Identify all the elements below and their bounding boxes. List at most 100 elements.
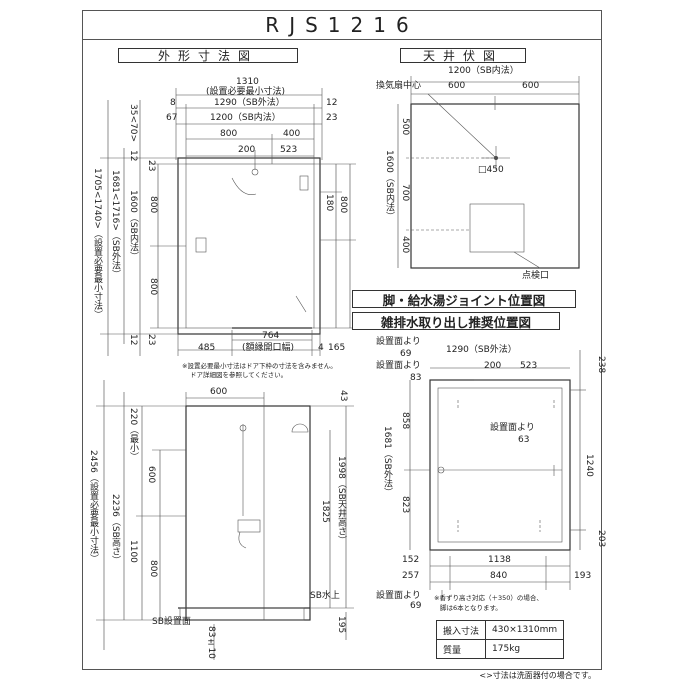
joint-w1290: 1290（SB外法） (446, 345, 517, 355)
plan-right23: 23 (326, 113, 338, 123)
joint-from3: 設置面より (490, 423, 535, 433)
joint-d152: 152 (402, 555, 420, 565)
joint-v1681: 1681（SB外法） (382, 426, 392, 497)
ceiling-w-inner: 1200（SB内法） (448, 66, 519, 76)
plan-h-total: 1705<1740>（設置必要最小寸法） (92, 168, 102, 319)
joint-from4: 設置面より (376, 591, 421, 601)
joint-from3-val: 63 (518, 435, 530, 445)
plan-d800: 800 (220, 129, 238, 139)
joint-v858: 858 (400, 412, 410, 430)
joint-d523: 523 (520, 361, 538, 371)
plan-v800c: 800 (338, 196, 348, 214)
plan-v23b: 23 (146, 334, 156, 346)
plan-w-sb-inner: 1200（SB内法） (210, 113, 281, 123)
plan-v800b: 800 (148, 278, 158, 296)
section-ceiling-title: 天井伏図 (400, 48, 526, 63)
section-joint-title: 脚・給水湯ジョイント位置図 (352, 290, 576, 308)
model-title: RJS1216 (82, 10, 602, 40)
spec-value: 430×1310mm (485, 620, 565, 640)
joint-d1138: 1138 (488, 555, 511, 565)
plan-v180: 180 (324, 194, 334, 212)
elev-h600: 600 (146, 466, 156, 484)
section-drain-title: 雑排水取り出し推奨位置図 (352, 312, 560, 330)
joint-d257: 257 (402, 571, 420, 581)
plan-view (100, 88, 356, 356)
ceiling-fan-label: 換気扇中心 (376, 81, 422, 91)
plan-d523: 523 (280, 145, 298, 155)
plan-left67: 67 (166, 113, 178, 123)
ceiling-fan-size: □450 (478, 165, 504, 175)
plan-d764-note: (額縁開口幅) (242, 343, 295, 353)
elev-h1825: 1825 (320, 500, 330, 523)
elevation-shell (185, 405, 311, 621)
ceiling-d600a: 600 (448, 81, 466, 91)
joint-v1240: 1240 (584, 454, 594, 477)
ceiling-outline (410, 103, 580, 269)
plan-v12: 12 (128, 150, 138, 162)
ceiling-hatch (469, 203, 525, 253)
drawing-frame (82, 10, 602, 670)
elev-w600: 600 (210, 387, 228, 397)
spec-value: 175kg (485, 639, 565, 659)
elev-h195: 195 (336, 616, 346, 634)
elev-sb-water: SB水上 (310, 591, 340, 601)
joint-v823: 823 (400, 496, 410, 514)
elev-h83: 83±10 (206, 626, 216, 659)
ceiling-view (397, 76, 580, 269)
elev-h220: 220（最小） (128, 408, 138, 462)
ceiling-hatch-label: 点検口 (522, 271, 550, 281)
ceiling-v400: 400 (400, 236, 410, 254)
plan-h-inner: 1600（SB内法） (128, 190, 138, 261)
joint-from2-val: 83 (410, 373, 422, 383)
elevation-view (96, 380, 354, 660)
table-row: 搬入寸法 430×1310mm (435, 620, 565, 640)
elev-v43: 43 (338, 390, 348, 402)
ceiling-v-total: 1600（SB内法） (384, 150, 394, 221)
elev-h2456: 2456（設置必要最小寸法） (88, 450, 98, 563)
plan-note2: ドア詳細図を参照してください。 (190, 371, 288, 379)
plan-left8: 8 (170, 98, 176, 108)
elev-sb-install: SB設置面 (152, 617, 191, 627)
plan-d764: 764 (262, 331, 280, 341)
joint-from1: 設置面より (376, 337, 421, 347)
joint-from4-val: 69 (410, 601, 422, 611)
joint-view (404, 350, 586, 600)
plan-outer-wall (177, 157, 321, 335)
ceiling-v500: 500 (400, 118, 410, 136)
ceiling-v700: 700 (400, 184, 410, 202)
plan-w-total: 1310 (236, 77, 259, 87)
ceiling-d600b: 600 (522, 81, 540, 91)
plan-d400: 400 (283, 129, 301, 139)
elev-h1100: 1100 (128, 540, 138, 563)
joint-d840: 840 (490, 571, 508, 581)
spec-table: 搬入寸法 430×1310mm 質量 175kg (435, 620, 565, 659)
plan-inner-wall (185, 163, 315, 329)
joint-v238: 238 (596, 356, 606, 374)
elev-h1998: 1998（SB天井高さ） (336, 456, 346, 545)
plan-d485: 485 (198, 343, 216, 353)
joint-from1-val: 69 (400, 349, 412, 359)
joint-from2: 設置面より (376, 361, 421, 371)
plan-d165: 165 (328, 343, 346, 353)
spec-label: 搬入寸法 (435, 620, 487, 640)
spec-label: 質量 (435, 639, 487, 659)
elev-h2236: 2236（SB高さ） (110, 494, 120, 565)
joint-foot-note1: ※香ずり高さ対応（＋350）の場合、 (434, 594, 543, 602)
plan-w-sb-outer: 1290（SB外法） (214, 98, 285, 108)
plan-d200: 200 (238, 145, 256, 155)
plan-right12: 12 (326, 98, 338, 108)
elev-h800: 800 (148, 560, 158, 578)
plan-w-total-note: (設置必要最小寸法) (206, 87, 286, 97)
joint-d193: 193 (574, 571, 592, 581)
joint-foot-note2: 脚は6本となります。 (440, 604, 502, 612)
table-row: 質量 175kg (435, 639, 565, 659)
joint-outline (429, 379, 571, 551)
plan-v800a: 800 (148, 196, 158, 214)
plan-v35-70: 35<70> (128, 104, 138, 142)
plan-v23: 23 (146, 160, 156, 172)
plan-v12b: 12 (128, 334, 138, 346)
plan-h-outer: 1681<1716>（SB外法） (110, 170, 120, 279)
joint-d200: 200 (484, 361, 502, 371)
plan-d4: 4 (318, 343, 324, 353)
